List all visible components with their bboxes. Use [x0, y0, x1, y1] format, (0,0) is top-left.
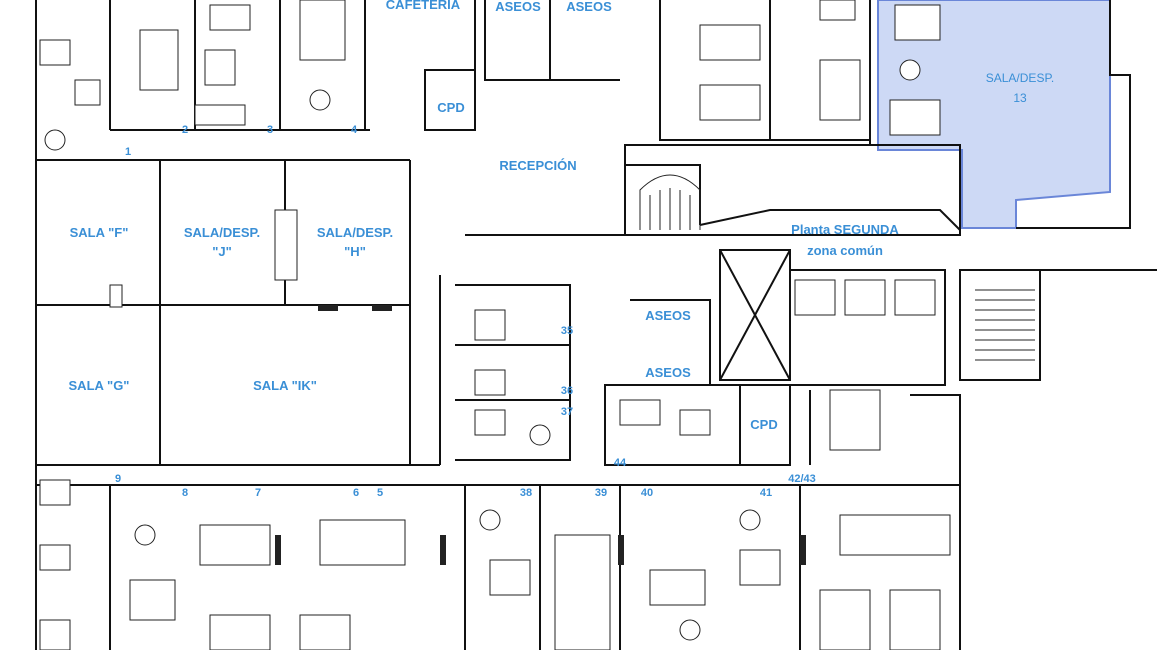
- furniture: [39, 0, 951, 650]
- room-label-aseos: ASEOS: [566, 0, 612, 14]
- room-label-sala-desp-h-letter: "H": [344, 244, 366, 259]
- room-label-recepcion: RECEPCIÓN: [499, 158, 576, 173]
- room-label-cafeteria: CAFETERÍA: [386, 0, 461, 12]
- room-label-sala-f: SALA "F": [70, 225, 129, 240]
- door-number: 35: [561, 325, 573, 337]
- door-number: 5: [377, 487, 383, 499]
- room-labels: CAFETERÍA ASEOS ASEOS SALA/DESP. 13 CPD …: [69, 0, 1055, 432]
- room-label-sala-g: SALA "G": [69, 378, 130, 393]
- door-number: 36: [561, 385, 573, 397]
- stair: [639, 174, 1035, 361]
- door-number: 4: [351, 124, 358, 136]
- door-number: 42/43: [788, 473, 816, 485]
- door-number: 7: [255, 487, 261, 499]
- door-number: 40: [641, 487, 653, 499]
- door-number: 41: [760, 487, 772, 499]
- room-label-sala-desp-13: SALA/DESP.: [986, 71, 1054, 85]
- room-label-cpd: CPD: [750, 417, 777, 432]
- door-number: 2: [182, 124, 188, 136]
- room-label-sala-ik: SALA "IK": [253, 378, 317, 393]
- door-number: 3: [267, 124, 273, 136]
- door-number: 38: [520, 487, 532, 499]
- room-label-aseos: ASEOS: [495, 0, 541, 14]
- door-number: 1: [125, 146, 131, 158]
- room-label-sala-desp-h: SALA/DESP.: [317, 225, 393, 240]
- door-number: 39: [595, 487, 607, 499]
- door-number: 6: [353, 487, 359, 499]
- door-number: 9: [115, 473, 121, 485]
- door-number: 8: [182, 487, 188, 499]
- room-label-sala-desp-j: SALA/DESP.: [184, 225, 260, 240]
- area-label-planta-segunda: Planta SEGUNDA: [791, 222, 899, 237]
- door-number: 37: [561, 406, 573, 418]
- door-number: 44: [614, 457, 627, 469]
- room-label-sala-desp-13-number: 13: [1013, 91, 1027, 105]
- room-label-aseos: ASEOS: [645, 308, 691, 323]
- door-numbers: 1 2 3 4 35 36 37 44 9 8 7 6 5 38 39 40 4…: [115, 124, 816, 499]
- room-label-aseos: ASEOS: [645, 365, 691, 380]
- room-label-sala-desp-j-letter: "J": [212, 244, 232, 259]
- area-label-zona-comun: zona común: [807, 243, 883, 258]
- room-label-cpd: CPD: [437, 100, 464, 115]
